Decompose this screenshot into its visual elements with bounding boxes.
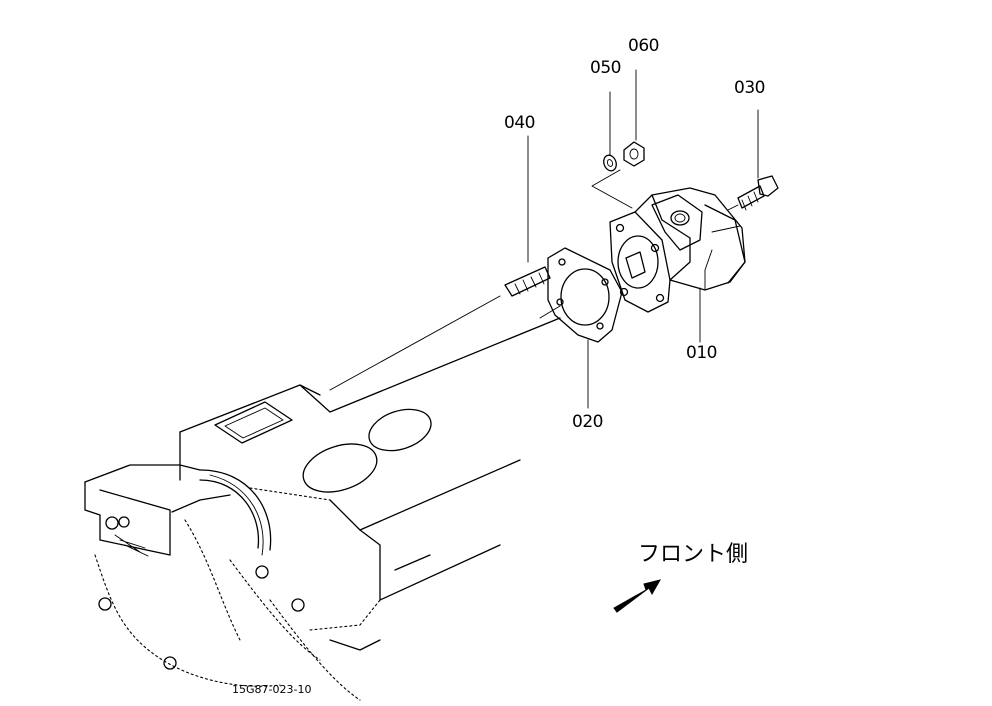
callout-020: 020 [572, 412, 603, 432]
nut-060 [623, 69, 645, 167]
gasket-020 [539, 247, 623, 409]
engine-block [84, 317, 561, 701]
pump-010 [609, 187, 746, 343]
callout-030: 030 [734, 78, 765, 98]
washer-050 [603, 91, 617, 172]
callout-060: 060 [628, 36, 659, 56]
callout-040: 040 [504, 113, 535, 133]
front-direction-arrow [613, 579, 662, 613]
callout-010: 010 [686, 343, 717, 363]
bolt-030 [727, 109, 779, 211]
drawing-code: 15G87-023-10 [232, 683, 312, 696]
front-side-label: フロント側 [638, 542, 749, 567]
stud-leader-line [591, 169, 633, 209]
callout-050: 050 [590, 58, 621, 78]
stud-040 [329, 135, 551, 391]
